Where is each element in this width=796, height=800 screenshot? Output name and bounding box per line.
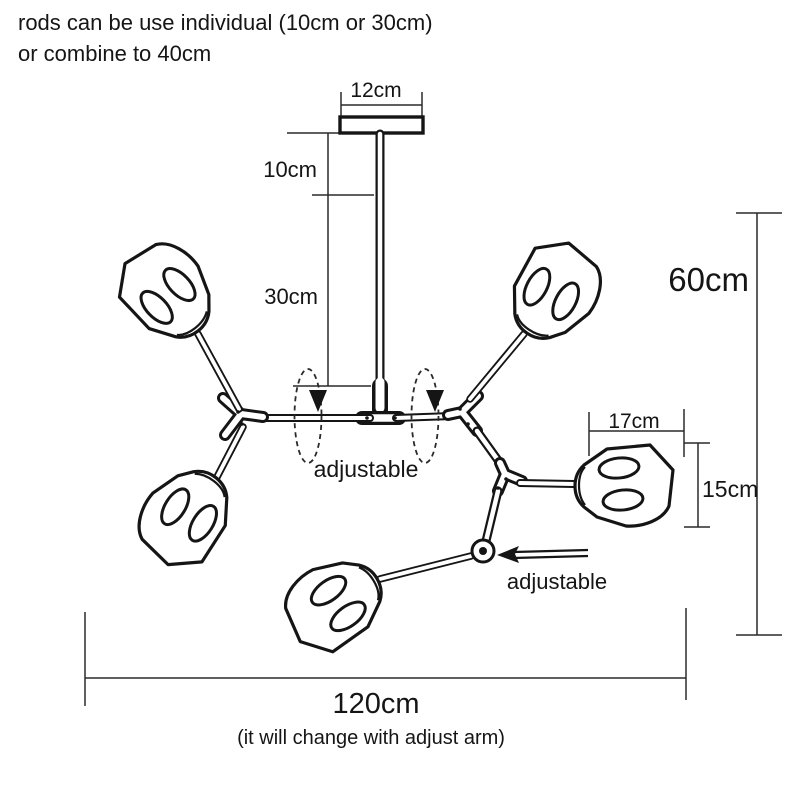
dimension-lines <box>84 92 782 706</box>
lamp-shade-upper-left <box>103 227 232 358</box>
fixture-structure <box>194 115 578 583</box>
note-line1: rods can be use individual (10cm or 30cm… <box>18 10 433 35</box>
dim-label-15cm: 15cm <box>702 476 758 502</box>
dim-label-60cm: 60cm <box>668 261 749 298</box>
pivot-pointer-arrow <box>497 546 589 563</box>
lamp-shade-lower-left <box>122 451 250 582</box>
text-labels: rods can be use individual (10cm or 30cm… <box>18 10 758 749</box>
lamp-shade-bottom <box>270 542 400 665</box>
dim-label-17cm: 17cm <box>608 410 659 433</box>
dim-label-12cm: 12cm <box>350 79 401 102</box>
rotation-ellipse-left <box>293 368 323 464</box>
lamp-shades <box>103 227 675 665</box>
arrowhead-icon <box>497 546 519 563</box>
dim-label-120cm: 120cm <box>332 688 419 720</box>
rotation-arrowhead-right <box>426 390 444 412</box>
dim-label-10cm: 10cm <box>263 157 317 182</box>
label-adjustable-rotation: adjustable <box>314 456 419 482</box>
pivot-pin <box>479 547 487 555</box>
rotation-arrowhead-left <box>309 390 327 412</box>
lamp-shade-upper-right <box>491 227 617 358</box>
screw-dots <box>236 407 508 490</box>
rotation-indicators <box>293 368 444 464</box>
dim-label-30cm: 30cm <box>264 284 318 309</box>
note-width-change: (it will change with adjust arm) <box>237 727 505 749</box>
rotation-ellipse-right <box>410 368 440 464</box>
lamp-shade-right <box>573 443 675 528</box>
note-line2: or combine to 40cm <box>18 41 211 66</box>
label-adjustable-arm: adjustable <box>507 569 607 594</box>
